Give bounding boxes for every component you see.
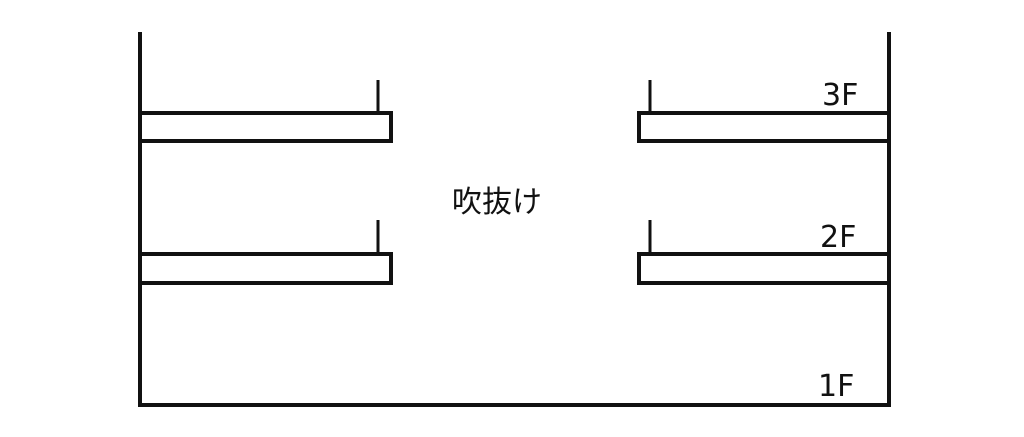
slab-2f-left (138, 252, 393, 285)
slab-3f-left (138, 111, 393, 143)
railings-3f (376, 80, 652, 113)
railings-2f (376, 220, 652, 254)
slab-3f-right (637, 111, 891, 143)
floor-label-3f: 3F (822, 78, 858, 113)
floor-label-2f: 2F (820, 220, 856, 255)
void-label: 吹抜け (452, 185, 542, 220)
floor-slabs-3f (138, 111, 891, 143)
floor-slabs-2f (138, 252, 891, 285)
building-outline (138, 32, 891, 407)
slab-2f-right (637, 252, 891, 285)
floor-label-1f: 1F (818, 369, 854, 404)
